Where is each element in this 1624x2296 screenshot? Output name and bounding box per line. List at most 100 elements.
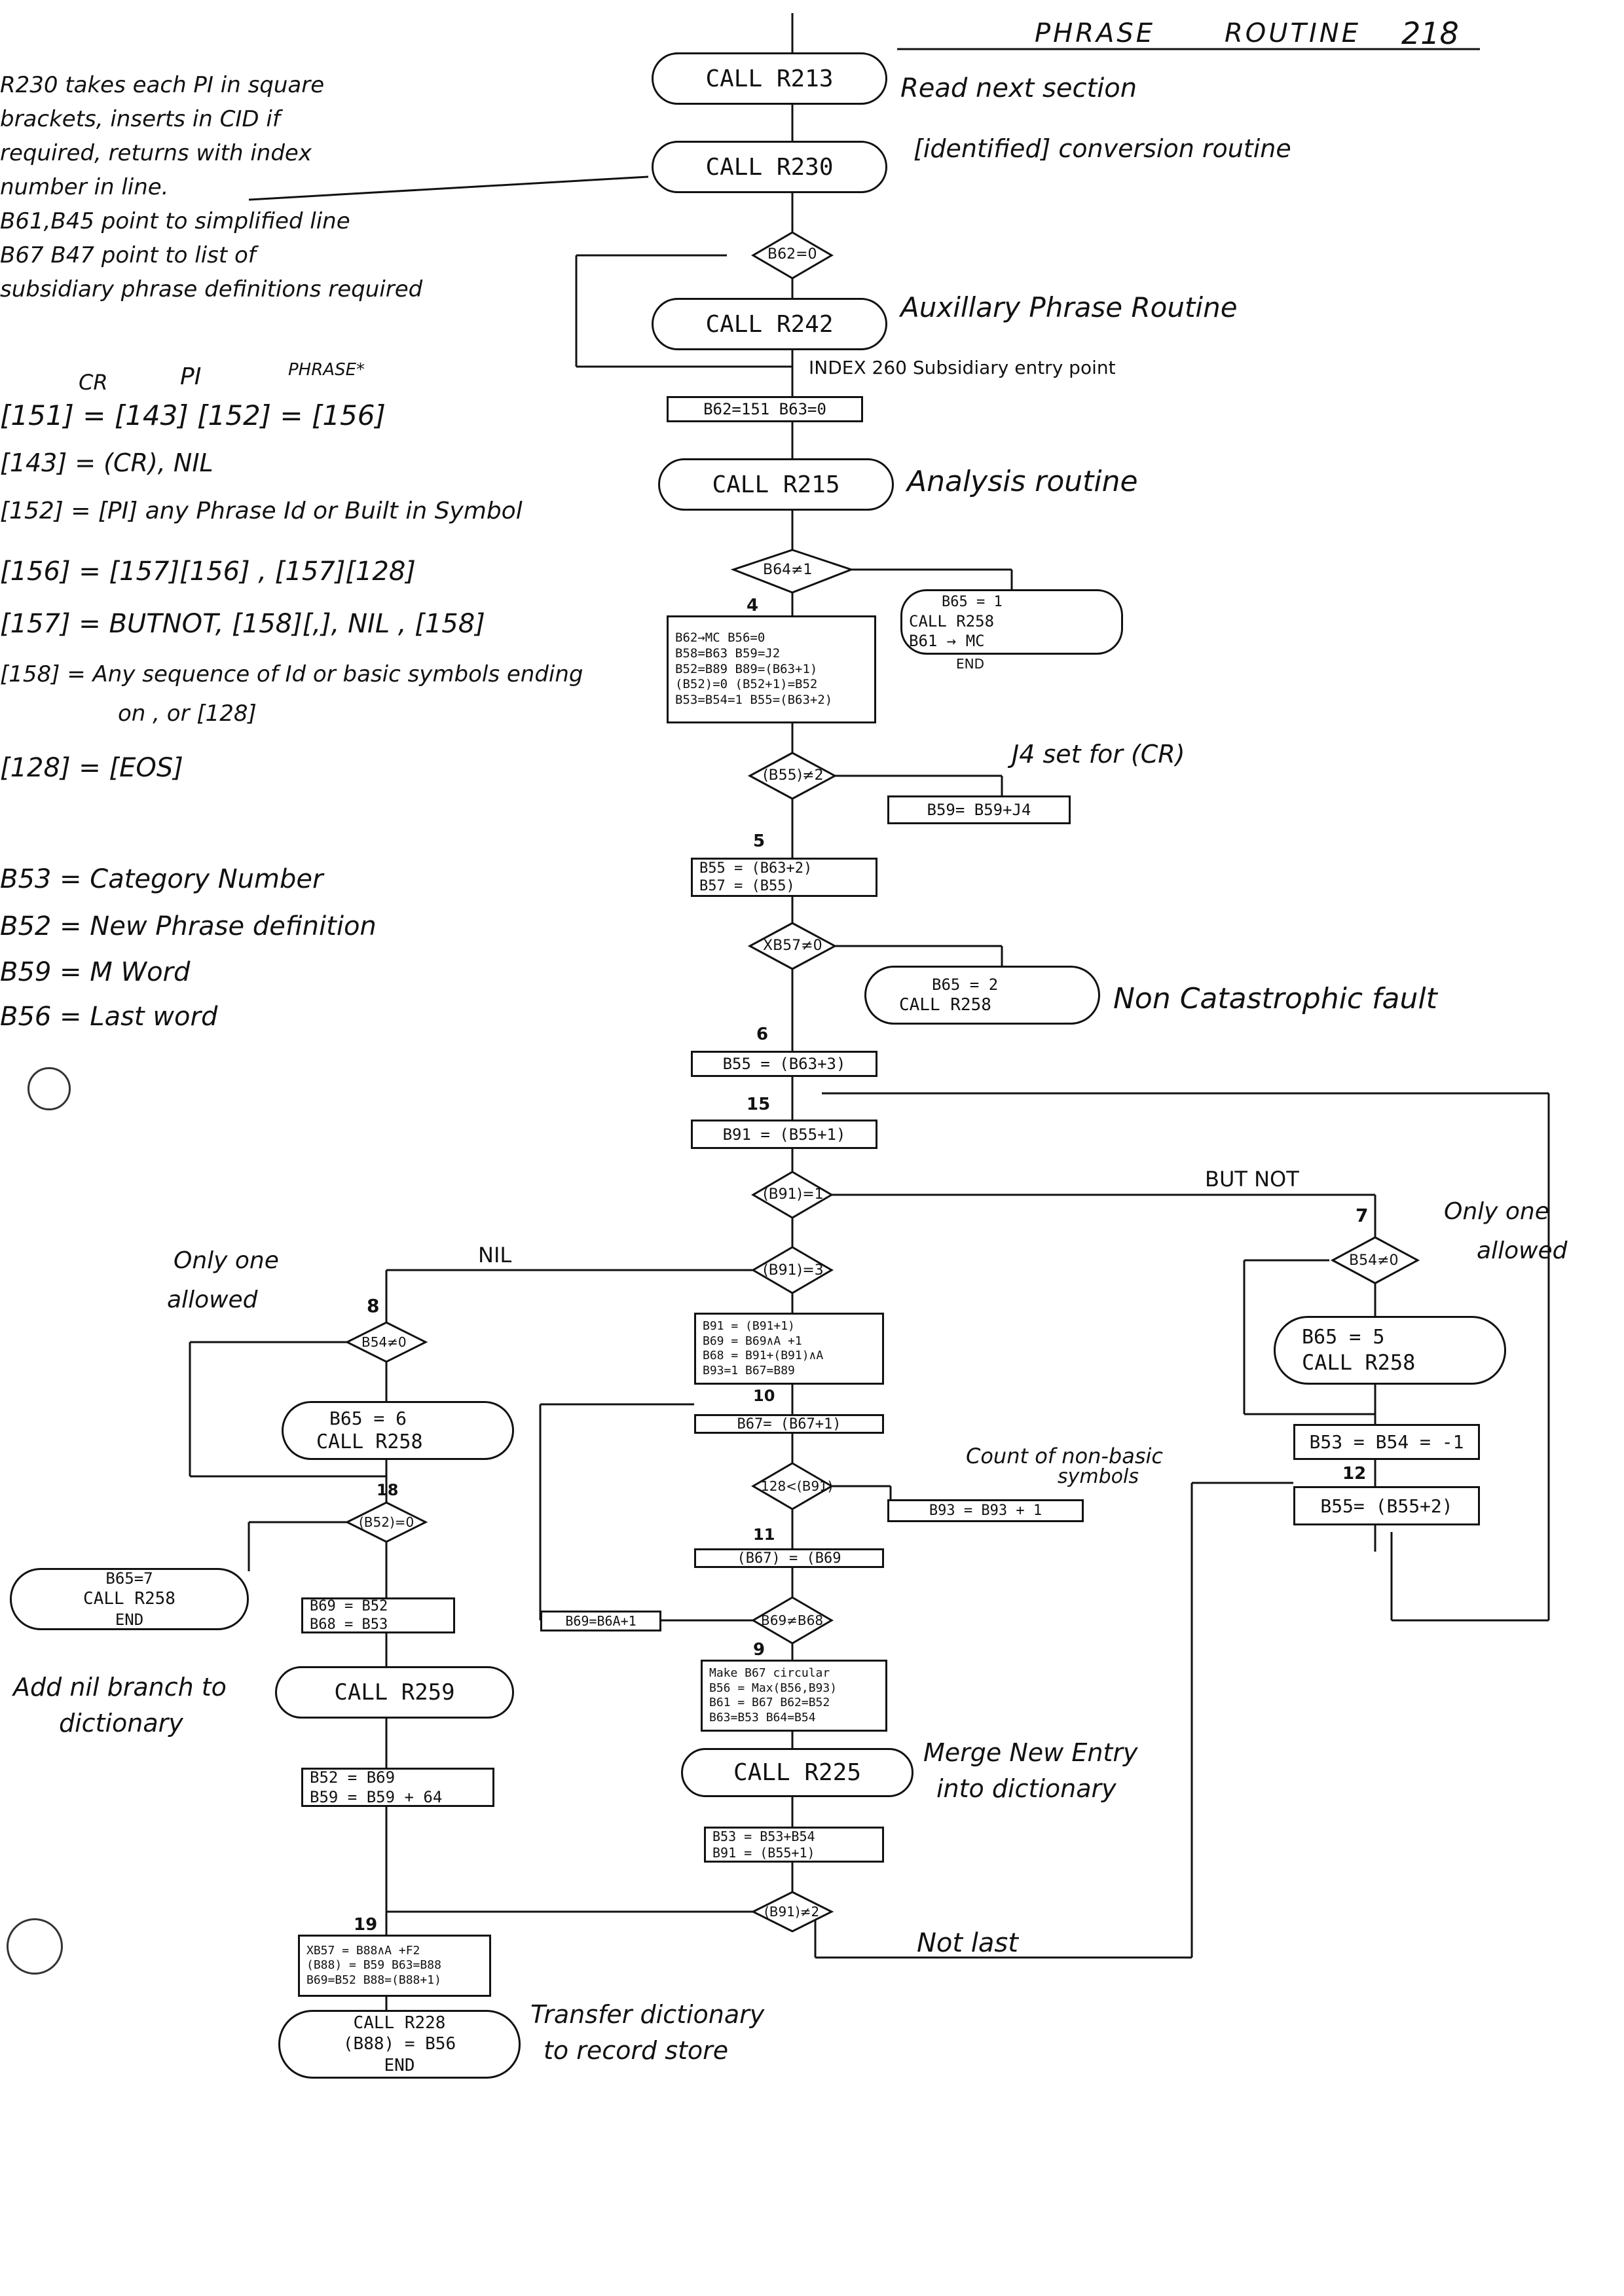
merge-annotation-line-1: Merge New Entry: [923, 1738, 1138, 1767]
b53-b91-node: B53 = B53+B54 B91 = (B55+1): [704, 1827, 884, 1863]
b93-inc-label: B93 = B93 + 1: [929, 1503, 1043, 1519]
b65-7-line-1: B65=7: [105, 1569, 153, 1588]
step-label-5: 5: [753, 831, 766, 851]
header-page-number: 218: [1401, 16, 1459, 51]
xb57-line-1: XB57 = B88∧A +F2: [306, 1943, 420, 1958]
big-assign-line-3: B68 = B91+(B91)∧A: [703, 1349, 824, 1362]
b69-b52-node: B69 = B52 B68 = B53: [301, 1597, 455, 1633]
call-r225-node: CALL R225: [681, 1748, 913, 1797]
init-line-2: B58=B63 B59=J2: [675, 646, 781, 661]
auxiliary-annotation: Auxillary Phrase Routine: [900, 291, 1238, 323]
call-r230-node: CALL R230: [652, 141, 887, 193]
b65-6-node: B65 = 6 CALL R258: [282, 1401, 514, 1460]
call-r230-label: CALL R230: [705, 153, 834, 181]
xb57-line-2: (B88) = B59 B63=B88: [306, 1958, 441, 1973]
b69-a1-label: B69=B6A+1: [565, 1613, 637, 1629]
test-b62-label: B62=0: [767, 246, 817, 263]
grammar-header-phrase: PHRASE*: [288, 360, 365, 380]
b67-b69-label: (B67) = (B69: [737, 1550, 841, 1567]
count-note-line-1: Count of non-basic: [966, 1444, 1163, 1468]
test-b91-1-label: (B91)=1: [763, 1186, 824, 1203]
b69-b52-line-1: B69 = B52: [310, 1598, 388, 1614]
b65-2-line-2: CALL R258: [899, 994, 991, 1015]
grammar-line-6: [158] = Any sequence of Id or basic symb…: [0, 661, 583, 687]
init-node: B62→MC B56=0 B58=B63 B59=J2 B52=B89 B89=…: [667, 615, 876, 723]
step-label-7: 7: [1356, 1205, 1369, 1226]
punch-hole-top: [28, 1067, 71, 1110]
set-b62-label: B62=151 B63=0: [703, 400, 826, 418]
b67-inc-label: B67= (B67+1): [737, 1415, 841, 1432]
identified-annotation: [identified] conversion routine: [913, 134, 1291, 163]
step-label-12: 12: [1342, 1464, 1367, 1484]
b53-b91-line-2: B91 = (B55+1): [712, 1844, 815, 1861]
b65-5-line-1: B65 = 5: [1302, 1325, 1385, 1349]
test-128-label: 128<(B91): [761, 1478, 833, 1494]
fault-r258-end: END: [956, 656, 984, 672]
init-line-5: B53=B54=1 B55=(B63+2): [675, 693, 833, 708]
xb57-line-3: B69=B52 B88=(B88+1): [306, 1973, 441, 1987]
test-xb57-label: XB57≠0: [763, 938, 822, 954]
grammar-header-pi: PI: [180, 363, 202, 390]
b65-5-line-2: CALL R258: [1302, 1350, 1416, 1376]
grammar-line-3: [152] = [PI] any Phrase Id or Built in S…: [0, 498, 523, 524]
b93-inc-node: B93 = B93 + 1: [887, 1499, 1084, 1522]
call-r242-node: CALL R242: [652, 298, 887, 350]
b65-2-line-1: B65 = 2: [932, 975, 999, 994]
b65-6-line-2: CALL R258: [316, 1430, 423, 1453]
b52-b59-node: B52 = B69 B59 = B59 + 64: [301, 1768, 494, 1807]
circular-line-2: B56 = Max(B56,B93): [709, 1681, 838, 1695]
init-line-1: B62→MC B56=0: [675, 630, 766, 646]
b52-b59-line-1: B52 = B69: [310, 1768, 396, 1787]
transfer-line-2: to record store: [544, 2036, 729, 2065]
b91-node: B91 = (B55+1): [691, 1120, 877, 1149]
test-b52-label: (B52)=0: [359, 1514, 415, 1530]
fault-r258-node: B65 = 1 CALL R258 B61 → MC: [900, 589, 1123, 655]
test-b69-b68-label: B69≠B68: [761, 1613, 824, 1628]
call-r242-label: CALL R242: [705, 310, 834, 338]
grammar-line-5: [157] = BUTNOT, [158][,], NIL , [158]: [0, 609, 485, 639]
step-label-9: 9: [753, 1640, 766, 1660]
r230-note-line-7: subsidiary phrase definitions required: [0, 276, 423, 302]
j4-note: J4 set for (CR): [1012, 740, 1185, 769]
nil-annotation: NIL: [478, 1243, 512, 1267]
index-260-label: INDEX 260 Subsidiary entry point: [809, 357, 1116, 378]
call-r259-node: CALL R259: [275, 1666, 514, 1719]
punch-hole-bottom: [7, 1918, 63, 1975]
b55-add-node: B55= (B55+2): [1293, 1486, 1480, 1525]
grammar-line-7: on , or [128]: [118, 701, 257, 727]
big-assign-line-1: B91 = (B91+1): [703, 1319, 795, 1333]
test-b64-label: B64≠1: [763, 562, 813, 578]
init-line-3: B52=B89 B89=(B63+1): [675, 661, 818, 676]
end-line-2: (B88) = B56: [342, 2034, 456, 2054]
b53-b54-label: B53 = B54 = -1: [1309, 1431, 1464, 1453]
b55-b63-node: B55 = (B63+3): [691, 1051, 877, 1077]
xb57-node: XB57 = B88∧A +F2 (B88) = B59 B63=B88 B69…: [298, 1935, 491, 1997]
grammar-line-8: [128] = [EOS]: [0, 753, 183, 783]
big-assign-line-2: B69 = B69∧A +1: [703, 1334, 802, 1348]
but-not-annotation: BUT NOT: [1205, 1167, 1299, 1192]
fault-r258-line-2: CALL R258: [909, 611, 995, 630]
header-title: PHRASE: [1035, 18, 1156, 48]
test-b91-3-label: (B91)=3: [763, 1262, 824, 1279]
add-nil-line-1: Add nil branch to: [13, 1673, 227, 1702]
r230-note-line-3: required, returns with index: [0, 140, 312, 166]
merge-annotation-line-2: into dictionary: [936, 1774, 1116, 1803]
register-b53: B53 = Category Number: [0, 864, 323, 894]
b55-b63-label: B55 = (B63+3): [722, 1055, 846, 1073]
b67-inc-node: B67= (B67+1): [694, 1414, 884, 1434]
step-label-6: 6: [756, 1025, 769, 1044]
r230-note-line-6: B67 B47 point to list of: [0, 242, 256, 268]
b59-add-label: B59= B59+J4: [927, 801, 1031, 819]
test-b54-a-label: B54≠0: [1349, 1252, 1399, 1269]
grammar-line-4: [156] = [157][156] , [157][128]: [0, 556, 416, 587]
call-r225-label: CALL R225: [733, 1759, 862, 1786]
b59-add-node: B59= B59+J4: [887, 795, 1071, 824]
read-next-annotation: Read next section: [900, 73, 1137, 103]
b65-5-node: B65 = 5 CALL R258: [1274, 1316, 1506, 1385]
register-b56: B56 = Last word: [0, 1002, 218, 1032]
grammar-line-2: [143] = (CR), NIL: [0, 448, 213, 477]
b65-7-node: B65=7 CALL R258 END: [10, 1568, 249, 1630]
b55-b57-line-1: B55 = (B63+2): [699, 860, 813, 877]
circular-line-1: Make B67 circular: [709, 1666, 830, 1680]
r230-note-line-5: B61,B45 point to simplified line: [0, 208, 350, 234]
